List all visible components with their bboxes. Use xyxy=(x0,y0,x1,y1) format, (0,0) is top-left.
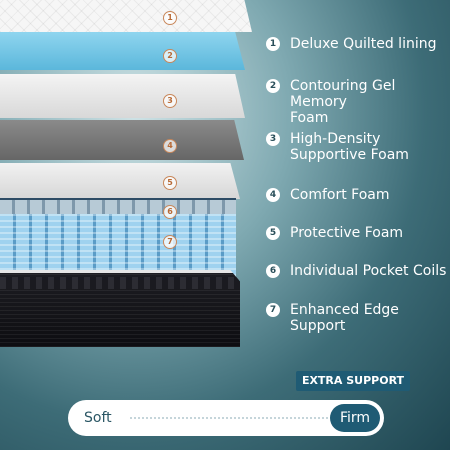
legend-number-7: 7 xyxy=(266,303,280,317)
legend-label-7: Enhanced Edge Support xyxy=(290,302,399,334)
legend-number-2: 2 xyxy=(266,79,280,93)
pocket-coils-layer xyxy=(0,198,236,282)
legend-item-1: 1 Deluxe Quilted lining xyxy=(266,36,437,52)
firmness-firm-indicator: Firm xyxy=(330,404,380,432)
layer-badge-2: 2 xyxy=(163,49,177,63)
legend-label-1: Deluxe Quilted lining xyxy=(290,36,437,52)
firmness-scale: Soft Firm xyxy=(68,400,384,436)
legend-label-2: Contouring Gel Memory Foam xyxy=(290,78,396,126)
layer-badge-7: 7 xyxy=(163,235,177,249)
firmness-track xyxy=(130,417,328,419)
legend-item-4: 4 Comfort Foam xyxy=(266,187,390,203)
legend-number-1: 1 xyxy=(266,37,280,51)
legend-number-3: 3 xyxy=(266,132,280,146)
legend-label-5: Protective Foam xyxy=(290,225,404,241)
legend-number-5: 5 xyxy=(266,226,280,240)
legend-label-3: High-Density Supportive Foam xyxy=(290,131,409,163)
edge-support-base xyxy=(0,270,240,347)
layer-badge-1: 1 xyxy=(163,11,177,25)
layer-badge-6: 6 xyxy=(163,205,177,219)
legend-item-3: 3 High-Density Supportive Foam xyxy=(266,131,409,163)
protective-foam-layer xyxy=(0,163,240,199)
legend-number-4: 4 xyxy=(266,188,280,202)
legend-item-2: 2 Contouring Gel Memory Foam xyxy=(266,78,450,126)
quilted-lining-layer xyxy=(0,0,252,32)
extra-support-tag: EXTRA SUPPORT xyxy=(296,371,410,391)
layer-badge-5: 5 xyxy=(163,176,177,190)
supportive-foam-layer xyxy=(0,74,245,118)
layer-badge-4: 4 xyxy=(163,139,177,153)
legend-item-5: 5 Protective Foam xyxy=(266,225,403,241)
base-border-band xyxy=(0,277,240,289)
coil-top-row xyxy=(0,200,236,214)
gel-memory-foam-layer xyxy=(0,32,245,70)
firmness-soft-label: Soft xyxy=(84,410,112,426)
legend-item-6: 6 Individual Pocket Coils xyxy=(266,263,446,279)
layer-badge-3: 3 xyxy=(163,94,177,108)
comfort-foam-layer xyxy=(0,120,244,160)
legend-label-4: Comfort Foam xyxy=(290,187,390,203)
legend-item-7: 7 Enhanced Edge Support xyxy=(266,302,450,334)
legend-label-6: Individual Pocket Coils xyxy=(290,263,447,279)
legend-number-6: 6 xyxy=(266,264,280,278)
